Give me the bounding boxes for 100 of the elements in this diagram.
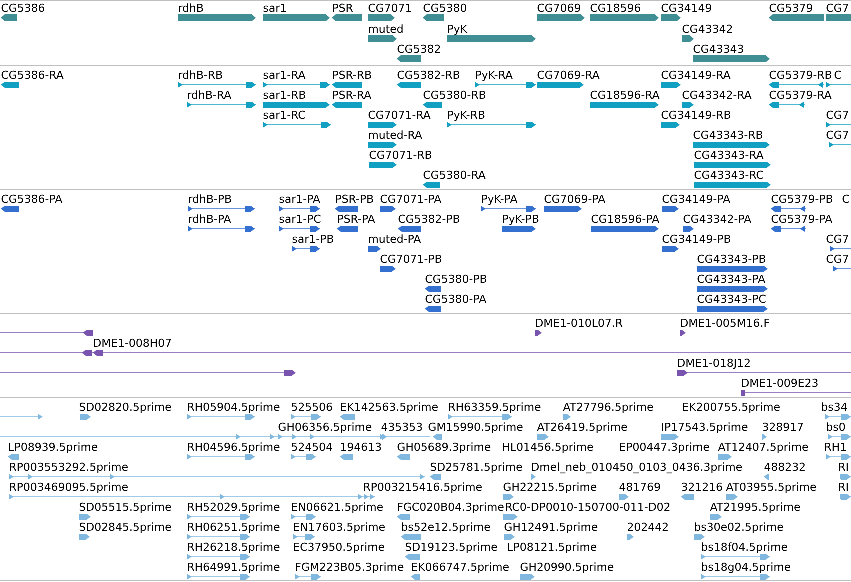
- feature-label: PSR-RA: [333, 90, 372, 100]
- feature-label: RP003553292.5prime: [10, 462, 128, 474]
- feature-label: RH06251.5prime: [188, 522, 280, 534]
- feature-label: RI: [839, 483, 848, 491]
- feature-label: 202442: [628, 522, 668, 532]
- feature-label: CG43343-RA: [694, 150, 764, 160]
- feature-label: RH26218.5prime: [188, 542, 280, 554]
- feature-label: CG5382-RB: [398, 70, 460, 80]
- feature-label: AT12407.5prime: [718, 442, 808, 454]
- feature-label: 321216: [682, 482, 722, 492]
- feature-label: SD19123.5prime: [406, 542, 498, 554]
- feature-label: PyK-PB: [503, 215, 539, 226]
- feature-label: CG43343-RB: [694, 130, 762, 140]
- feature-label: CG43342-PA: [684, 214, 752, 224]
- feature-label: AT26419.5prime: [537, 422, 628, 434]
- feature-label: FGC020B04.3prime: [398, 502, 504, 514]
- feature-label: CG43343: [694, 44, 744, 54]
- feature-label: CG43343-RC: [694, 170, 764, 180]
- feature-label: CG5382-PB: [398, 214, 460, 224]
- feature-label: CG5386-PA: [2, 194, 62, 204]
- feature-label: GH06356.5prime: [278, 422, 372, 434]
- feature-label: C: [842, 194, 850, 204]
- feature-label: muted-PA: [369, 234, 422, 244]
- feature-label: CG34149-RB: [662, 110, 730, 120]
- feature-label: EK066747.5prime: [412, 562, 509, 574]
- feature-label: CG7069-PA: [544, 194, 606, 204]
- feature-label: CG5380: [424, 4, 466, 12]
- feature-label: EN17603.5prime: [294, 522, 385, 534]
- feature-label: CG43343-PB: [698, 254, 766, 264]
- feature-label: CG5379-RA: [770, 90, 832, 100]
- feature-label: CG5379-PB: [772, 194, 833, 204]
- feature-label: DME1-008H07: [94, 338, 172, 348]
- feature-label: CG7: [826, 4, 848, 12]
- feature-label: PyK: [448, 25, 468, 36]
- feature-label: rdhB: [179, 4, 204, 12]
- feature-label: HL01456.5prime: [503, 442, 594, 454]
- feature-label: rdhB-RA: [188, 90, 232, 100]
- feature-label: PSR: [333, 4, 354, 12]
- feature-label: sar1-PC: [280, 214, 321, 224]
- feature-label: CG43342: [682, 24, 732, 34]
- feature-label: CG5386: [2, 4, 45, 12]
- feature-label: CG5382: [398, 44, 440, 54]
- feature-label: CG5379-PA: [772, 214, 832, 224]
- feature-label: 525506: [292, 402, 332, 412]
- feature-label: 328917: [763, 422, 804, 432]
- feature-label: IP17543.5prime: [662, 422, 748, 434]
- feature-label: DME1-005M16.F: [681, 318, 770, 328]
- feature-label: sar1-RB: [264, 91, 306, 100]
- feature-label: AT03955.5prime: [726, 482, 816, 494]
- feature-label: GH22215.5prime: [504, 482, 597, 494]
- feature-label: CG7: [826, 234, 848, 244]
- feature-label: EK200755.5prime: [683, 402, 780, 414]
- feature-label: RC0-DP0010-150700-011-D02: [506, 502, 670, 512]
- feature-label: EC37950.5prime: [294, 542, 384, 554]
- feature-label: LP08121.5prime: [508, 542, 597, 554]
- feature-label: CG34149-PA: [662, 194, 730, 204]
- feature-label: bs34: [822, 402, 848, 412]
- feature-label: bs30e02.5prime: [695, 522, 784, 534]
- feature-label: 481769: [620, 482, 660, 492]
- feature-label: DME1-010L07.R: [536, 318, 623, 328]
- feature-label: EK142563.5prime: [341, 402, 438, 414]
- feature-label: DME1-009E23: [742, 378, 818, 388]
- feature-label: CG5380-RB: [424, 90, 486, 100]
- feature-label: CG18596: [590, 4, 640, 12]
- feature-label: PyK-PA: [482, 195, 518, 206]
- feature-label: rdhB-RB: [179, 70, 222, 80]
- feature-label: Dmel_neb_010450_0103_0436.3prime: [532, 462, 742, 474]
- feature-label: CG5380-RA: [424, 170, 486, 180]
- feature-label: PSR-PB: [336, 194, 374, 204]
- feature-label: FGM223B05.3prime: [296, 562, 404, 574]
- feature-label: sar1: [264, 4, 286, 12]
- feature-label: sar1-PA: [280, 195, 320, 204]
- feature-label: bs18g04.5prime: [702, 562, 790, 574]
- feature-label: CG43343-PA: [698, 274, 766, 284]
- feature-label: GM15990.5prime: [428, 422, 523, 434]
- feature-label: CG5380-PB: [426, 274, 487, 284]
- feature-label: 194613: [341, 442, 382, 452]
- feature-label: CG7071-RB: [370, 150, 432, 160]
- feature-label: RH05904.5prime: [188, 402, 280, 414]
- feature-label: AT27796.5prime: [563, 402, 654, 414]
- feature-label: CG7071-RA: [368, 110, 431, 120]
- feature-label: DME1-018J12: [678, 358, 750, 370]
- feature-label: bs0: [827, 422, 846, 432]
- feature-label: PyK-RB: [448, 111, 485, 122]
- feature-label: AT21995.5prime: [710, 502, 800, 514]
- feature-label: CG18596-PA: [592, 214, 660, 224]
- feature-label: CG34149-PB: [662, 234, 730, 244]
- feature-label: SD02845.5prime: [80, 522, 172, 534]
- feature-label: EN06621.5prime: [292, 502, 383, 514]
- feature-label: CG34149: [662, 4, 712, 12]
- feature-label: rdhB-PA: [189, 214, 232, 224]
- feature-label: RH64991.5prime: [188, 562, 280, 574]
- feature-label: C: [834, 70, 842, 80]
- feature-label: CG7071-PA: [380, 194, 442, 204]
- feature-label: CG7069-RA: [538, 70, 600, 80]
- feature-label: RP003215416.5prime: [364, 482, 482, 494]
- feature-label: rdhB-PB: [189, 194, 232, 204]
- feature-label: sar1-RA: [264, 71, 306, 80]
- feature-label: RH52029.5prime: [188, 502, 280, 514]
- feature-label: sar1-PB: [292, 235, 334, 244]
